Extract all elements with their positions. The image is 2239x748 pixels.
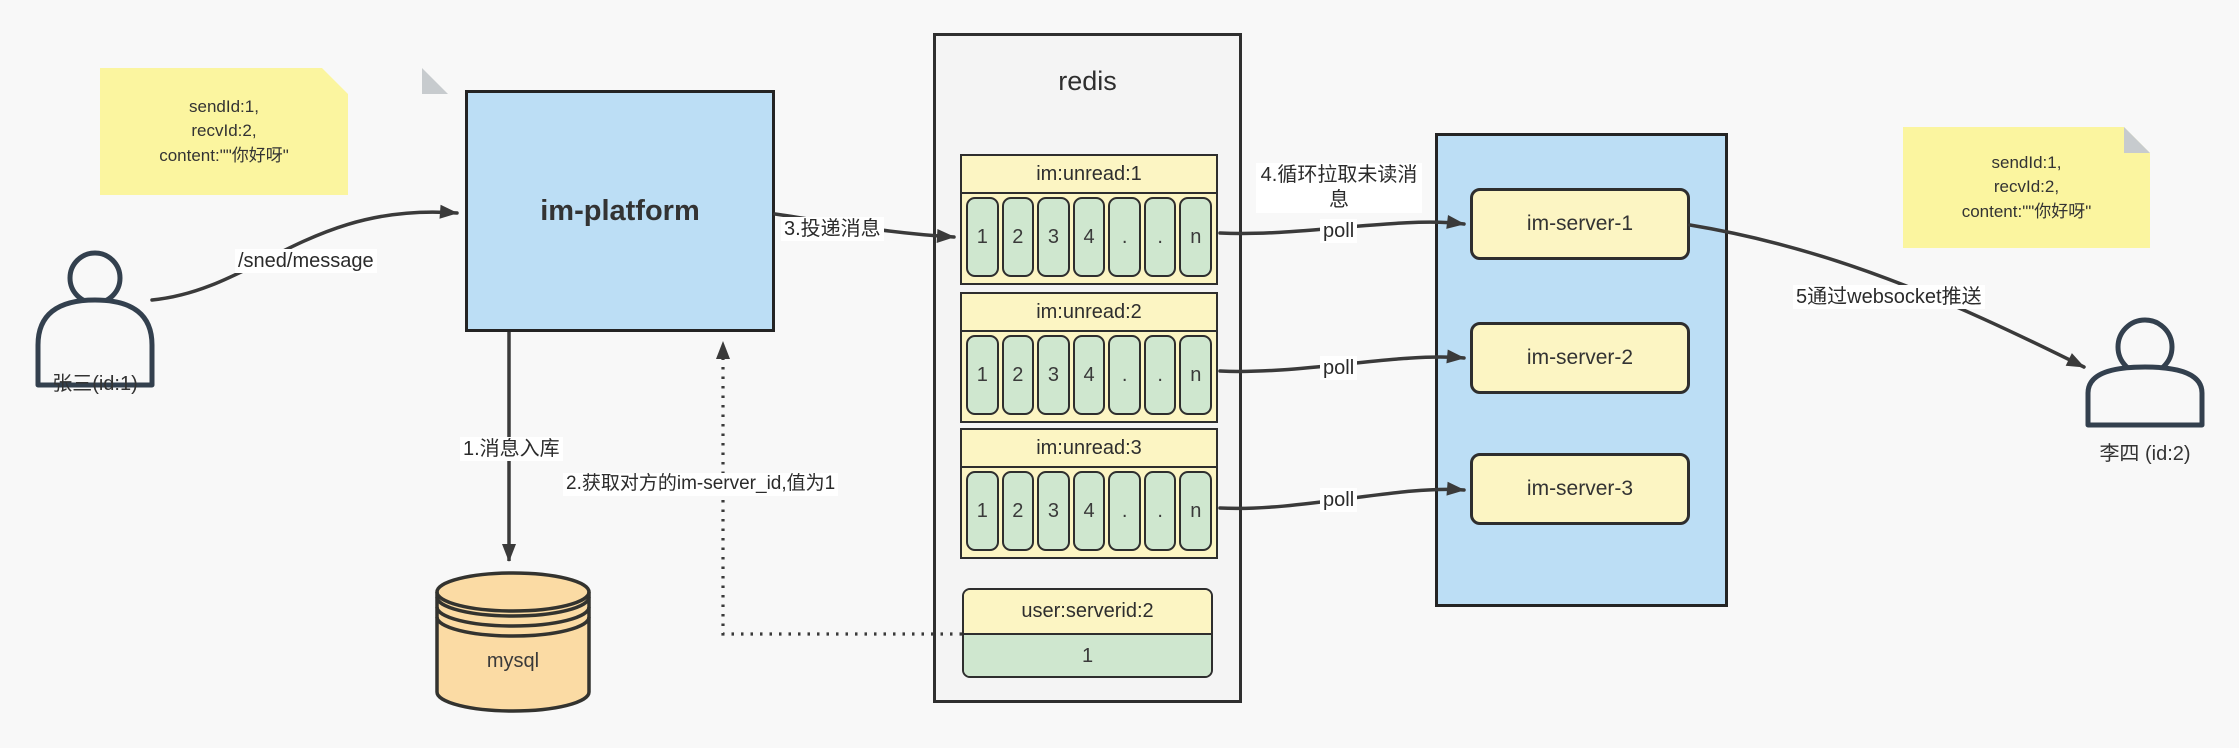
sender-message-note: sendId:1, recvId:2, content:""你好呀" [100, 68, 348, 195]
note-fold-icon [2124, 127, 2150, 153]
poll-label-3: poll [1320, 488, 1358, 512]
queue-cells: 1 2 3 4 . . n [966, 471, 1213, 551]
user-serverid-block: user:serverid:2 1 [962, 588, 1213, 678]
queue-cell: 4 [1072, 335, 1106, 415]
note-line: sendId:1, [1991, 152, 2062, 172]
queue-cell: n [1179, 471, 1213, 551]
receiver-person-icon [2085, 317, 2205, 428]
note-line: recvId:2, [191, 121, 257, 141]
receiver-label: 李四 (id:2) [2099, 443, 2191, 465]
queue-cell: n [1179, 335, 1213, 415]
queue-cell: . [1143, 335, 1177, 415]
queue-cell: 3 [1037, 197, 1070, 277]
queue-cells: 1 2 3 4 . . n [966, 335, 1213, 415]
queue-cell: 4 [1072, 471, 1106, 551]
queue-cell: 1 [966, 471, 999, 551]
im-server-3-box: im-server-3 [1470, 453, 1690, 525]
queue-cell: 2 [1001, 335, 1035, 415]
queue-cell: 1 [966, 335, 999, 415]
unread-queue-3: im:unread:3 1 2 3 4 . . n [960, 428, 1218, 559]
queue-name: im:unread:1 [962, 156, 1216, 194]
note-line: sendId:1, [189, 96, 259, 116]
kv-key: user:serverid:2 [964, 590, 1211, 635]
queue-cell: 3 [1037, 471, 1070, 551]
unread-queue-1: im:unread:1 1 2 3 4 . . n [960, 154, 1218, 285]
queue-name: im:unread:3 [962, 430, 1216, 468]
step5-label: 5通过websocket推送 [1793, 285, 1985, 309]
queue-cell: . [1143, 471, 1177, 551]
step4-label: 4.循环拉取未读消息 [1256, 163, 1422, 213]
queue-cell: 3 [1037, 335, 1070, 415]
queue-cell: . [1108, 471, 1141, 551]
send-api-label: /sned/message [235, 249, 377, 273]
queue-cell: . [1108, 335, 1141, 415]
queue-cell: n [1179, 197, 1213, 277]
im-server-label: im-server-3 [1526, 477, 1634, 500]
queue-cells: 1 2 3 4 . . n [966, 197, 1213, 277]
note-fold-icon [422, 68, 448, 94]
queue-cell: 2 [1001, 197, 1035, 277]
im-server-label: im-server-2 [1526, 346, 1634, 369]
mysql-label: mysql [486, 650, 540, 672]
note-line: content:""你好呀" [159, 145, 289, 165]
sender-label: 张三(id:1) [52, 373, 138, 395]
receiver-message-note: sendId:1, recvId:2, content:""你好呀" [1903, 127, 2150, 248]
kv-value: 1 [964, 635, 1211, 676]
im-platform-label: im-platform [540, 194, 700, 227]
queue-cell: . [1143, 197, 1177, 277]
queue-cell: 1 [966, 197, 999, 277]
im-platform-box: im-platform [465, 90, 775, 332]
queue-cell: 2 [1001, 471, 1035, 551]
im-server-2-box: im-server-2 [1470, 322, 1690, 394]
poll-label-2: poll [1320, 356, 1358, 380]
step3-label: 3.投递消息 [781, 217, 884, 241]
note-line: recvId:2, [1993, 177, 2060, 197]
step2-label: 2.获取对方的im-server_id,值为1 [563, 473, 839, 496]
unread-queue-2: im:unread:2 1 2 3 4 . . n [960, 292, 1218, 423]
redis-title: redis [1058, 66, 1117, 96]
mysql-database-icon [435, 571, 591, 713]
queue-cell: 4 [1072, 197, 1106, 277]
note-line: content:""你好呀" [1961, 201, 2092, 221]
poll-label-1: poll [1320, 219, 1358, 243]
im-server-1-box: im-server-1 [1470, 188, 1690, 260]
queue-cell: . [1108, 197, 1141, 277]
sender-person-icon [35, 250, 155, 388]
im-server-label: im-server-1 [1526, 212, 1634, 235]
step1-label: 1.消息入库 [460, 437, 563, 461]
queue-name: im:unread:2 [962, 294, 1216, 332]
